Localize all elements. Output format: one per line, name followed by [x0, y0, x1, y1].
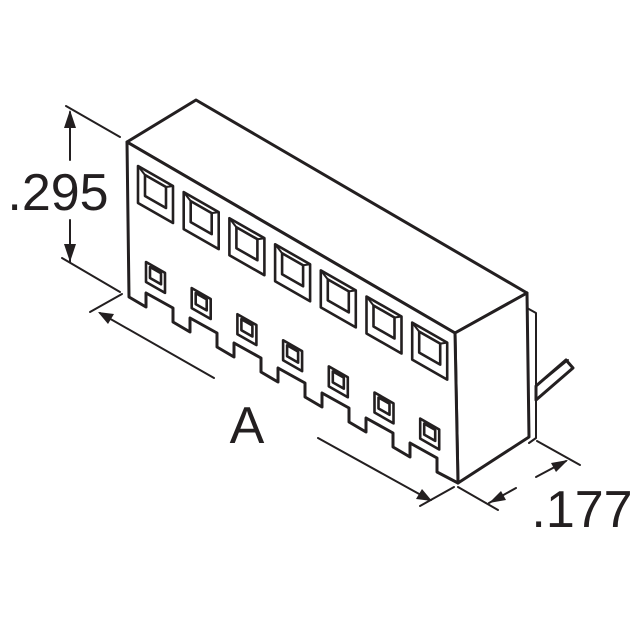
socket-depth-line	[165, 185, 174, 188]
rear-block-outline	[526, 307, 537, 444]
socket-recess	[372, 304, 396, 340]
depth-extension-line-front	[457, 486, 499, 511]
socket-depth-line	[302, 263, 312, 267]
lower-window-row	[144, 260, 441, 451]
contact-window-inner	[422, 422, 437, 443]
socket-depth-line	[347, 289, 357, 293]
contact-window-inner	[285, 343, 300, 364]
length-extension-line-left	[89, 293, 123, 313]
contact-window-inner	[377, 396, 391, 417]
contact-window-inner	[240, 317, 254, 338]
socket-recess	[235, 225, 259, 262]
socket-depth-line	[319, 269, 329, 281]
socket-depth-line	[256, 237, 266, 241]
socket-recess	[280, 252, 305, 288]
height-extension-line-top	[65, 105, 121, 138]
depth-arrow-front	[489, 491, 506, 503]
depth-extension-line-back	[536, 440, 581, 466]
rear-pin-edge	[545, 359, 569, 379]
length-dimension-label: A	[230, 397, 265, 455]
socket-recess	[417, 330, 442, 366]
length-arrow-right	[416, 489, 432, 501]
socket-depth-line	[137, 165, 146, 176]
height-extension-line-bottom	[61, 257, 121, 293]
socket-depth-line	[365, 295, 375, 307]
socket-depth-line	[439, 341, 449, 345]
socket-depth-line	[182, 191, 192, 203]
length-extension-line-right	[419, 486, 455, 507]
socket-depth-line	[274, 243, 284, 255]
rear-pin	[534, 358, 575, 402]
length-arrow-left	[98, 312, 114, 324]
socket-depth-line	[411, 321, 421, 333]
depth-dimension-label: .177	[531, 481, 632, 539]
socket-depth-line	[228, 217, 238, 229]
socket-depth-line	[393, 315, 403, 319]
socket-depth-line	[210, 211, 220, 215]
contact-window-inner	[331, 370, 346, 390]
contact-window-inner	[194, 291, 208, 312]
depth-arrow-back	[551, 460, 568, 472]
length-dimension-line-right	[317, 437, 431, 501]
upper-socket-row	[136, 164, 449, 381]
length-dimension-line-left	[99, 312, 215, 379]
height-dimension-label: .295	[7, 164, 108, 222]
socket-recess	[189, 199, 213, 236]
height-arrow-up	[64, 110, 76, 128]
height-arrow-down	[64, 244, 76, 262]
socket-recess	[326, 278, 351, 314]
socket-recess	[143, 173, 168, 210]
contact-window-inner	[148, 265, 163, 286]
